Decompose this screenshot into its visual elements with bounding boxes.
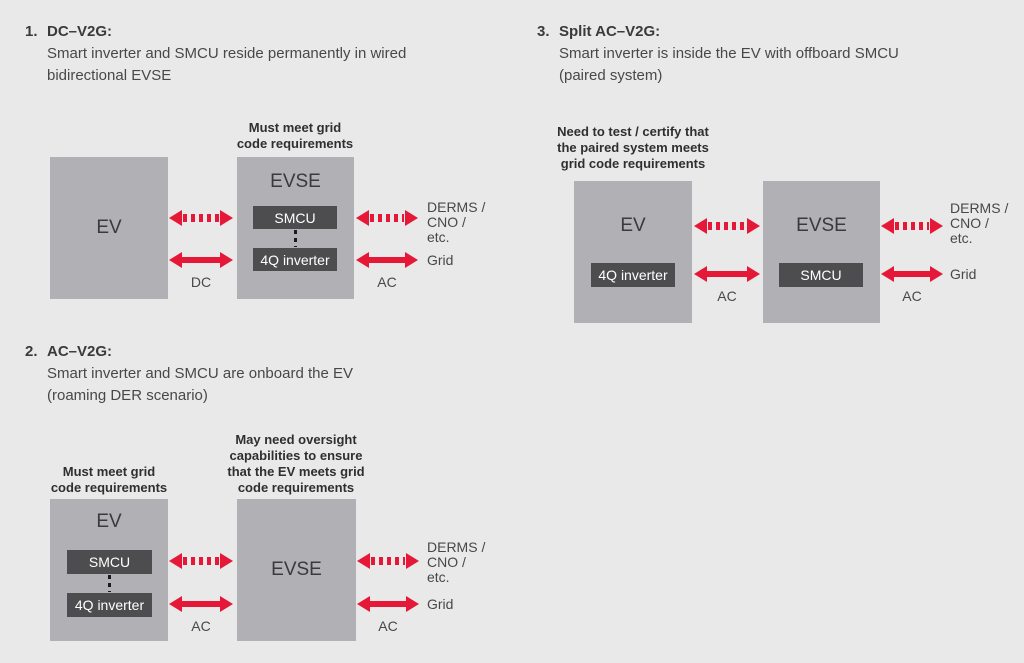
ev-label: EV <box>96 217 122 238</box>
smcu-box: SMCU <box>779 263 863 287</box>
section-heading-ac-v2g: 2. AC–V2G: Smart inverter and SMCU are o… <box>25 341 353 407</box>
smcu-box: SMCU <box>253 206 337 229</box>
comms-dashed-arrow-icon <box>356 210 418 226</box>
grid-code-note: Must meet grid code requirements <box>236 120 354 151</box>
ev-label: EV <box>96 511 122 532</box>
inverter-box: 4Q inverter <box>253 248 337 271</box>
smcu-box: SMCU <box>67 550 152 574</box>
comms-dashed-arrow-icon <box>881 218 943 234</box>
section-title: AC–V2G: <box>47 343 113 360</box>
evse-box: EVSE <box>763 181 880 323</box>
power-solid-arrow-icon <box>357 596 419 612</box>
paired-system-note: Need to test / certify that the paired s… <box>557 124 709 171</box>
inverter-box: 4Q inverter <box>67 593 152 617</box>
oversight-note: May need oversight capabilities to ensur… <box>227 432 365 495</box>
section-description: Smart inverter and SMCU are onboard the … <box>47 365 353 404</box>
evse-box: EVSE <box>237 499 356 641</box>
grid-label: Grid <box>950 266 977 282</box>
comms-dashed-arrow-icon <box>694 218 760 234</box>
inverter-label: 4Q inverter <box>598 267 668 283</box>
evse-label: EVSE <box>270 171 321 192</box>
evse-label: EVSE <box>796 215 847 236</box>
link-type-label: AC <box>902 288 922 304</box>
inverter-box: 4Q inverter <box>591 263 675 287</box>
link-type-label: DC <box>190 274 212 290</box>
section-heading-dc-v2g: 1. DC–V2G: Smart inverter and SMCU resid… <box>25 21 406 87</box>
inverter-label: 4Q inverter <box>74 597 145 613</box>
section-number: 1. <box>25 23 38 40</box>
ev-label: EV <box>620 215 646 236</box>
derms-label: DERMS / CNO / etc. <box>950 200 1009 246</box>
power-solid-arrow-icon <box>169 252 233 268</box>
power-solid-arrow-icon <box>169 596 233 612</box>
derms-label: DERMS / CNO / etc. <box>427 539 486 585</box>
grid-label: Grid <box>427 596 454 612</box>
derms-label: DERMS / CNO / etc. <box>427 199 486 245</box>
link-type-label: AC <box>717 288 737 304</box>
dotted-connector <box>294 230 297 247</box>
link-type-label: AC <box>377 274 397 290</box>
smcu-label: SMCU <box>274 209 316 226</box>
comms-dashed-arrow-icon <box>357 553 419 569</box>
section-title: Split AC–V2G: <box>559 23 661 40</box>
link-type-label: AC <box>378 618 398 634</box>
power-solid-arrow-icon <box>881 266 943 282</box>
comms-dashed-arrow-icon <box>169 553 233 569</box>
section-number: 3. <box>537 23 550 40</box>
section-description: Smart inverter is inside the EV with off… <box>559 45 899 84</box>
comms-dashed-arrow-icon <box>169 210 233 226</box>
section-number: 2. <box>25 343 38 360</box>
power-solid-arrow-icon <box>356 252 418 268</box>
section-title: DC–V2G: <box>47 23 113 40</box>
smcu-label: SMCU <box>800 267 842 283</box>
dotted-connector <box>108 575 111 592</box>
link-type-label: AC <box>191 618 211 634</box>
inverter-label: 4Q inverter <box>260 251 330 268</box>
ev-box: EV <box>50 157 168 299</box>
smcu-label: SMCU <box>88 554 131 570</box>
grid-code-note: Must meet grid code requirements <box>50 464 168 495</box>
grid-label: Grid <box>427 252 454 268</box>
evse-label: EVSE <box>271 559 322 580</box>
power-solid-arrow-icon <box>694 266 760 282</box>
section-heading-split-ac-v2g: 3. Split AC–V2G: Smart inverter is insid… <box>537 21 899 87</box>
section-description: Smart inverter and SMCU reside permanent… <box>47 45 407 84</box>
ev-box: EV <box>574 181 692 323</box>
